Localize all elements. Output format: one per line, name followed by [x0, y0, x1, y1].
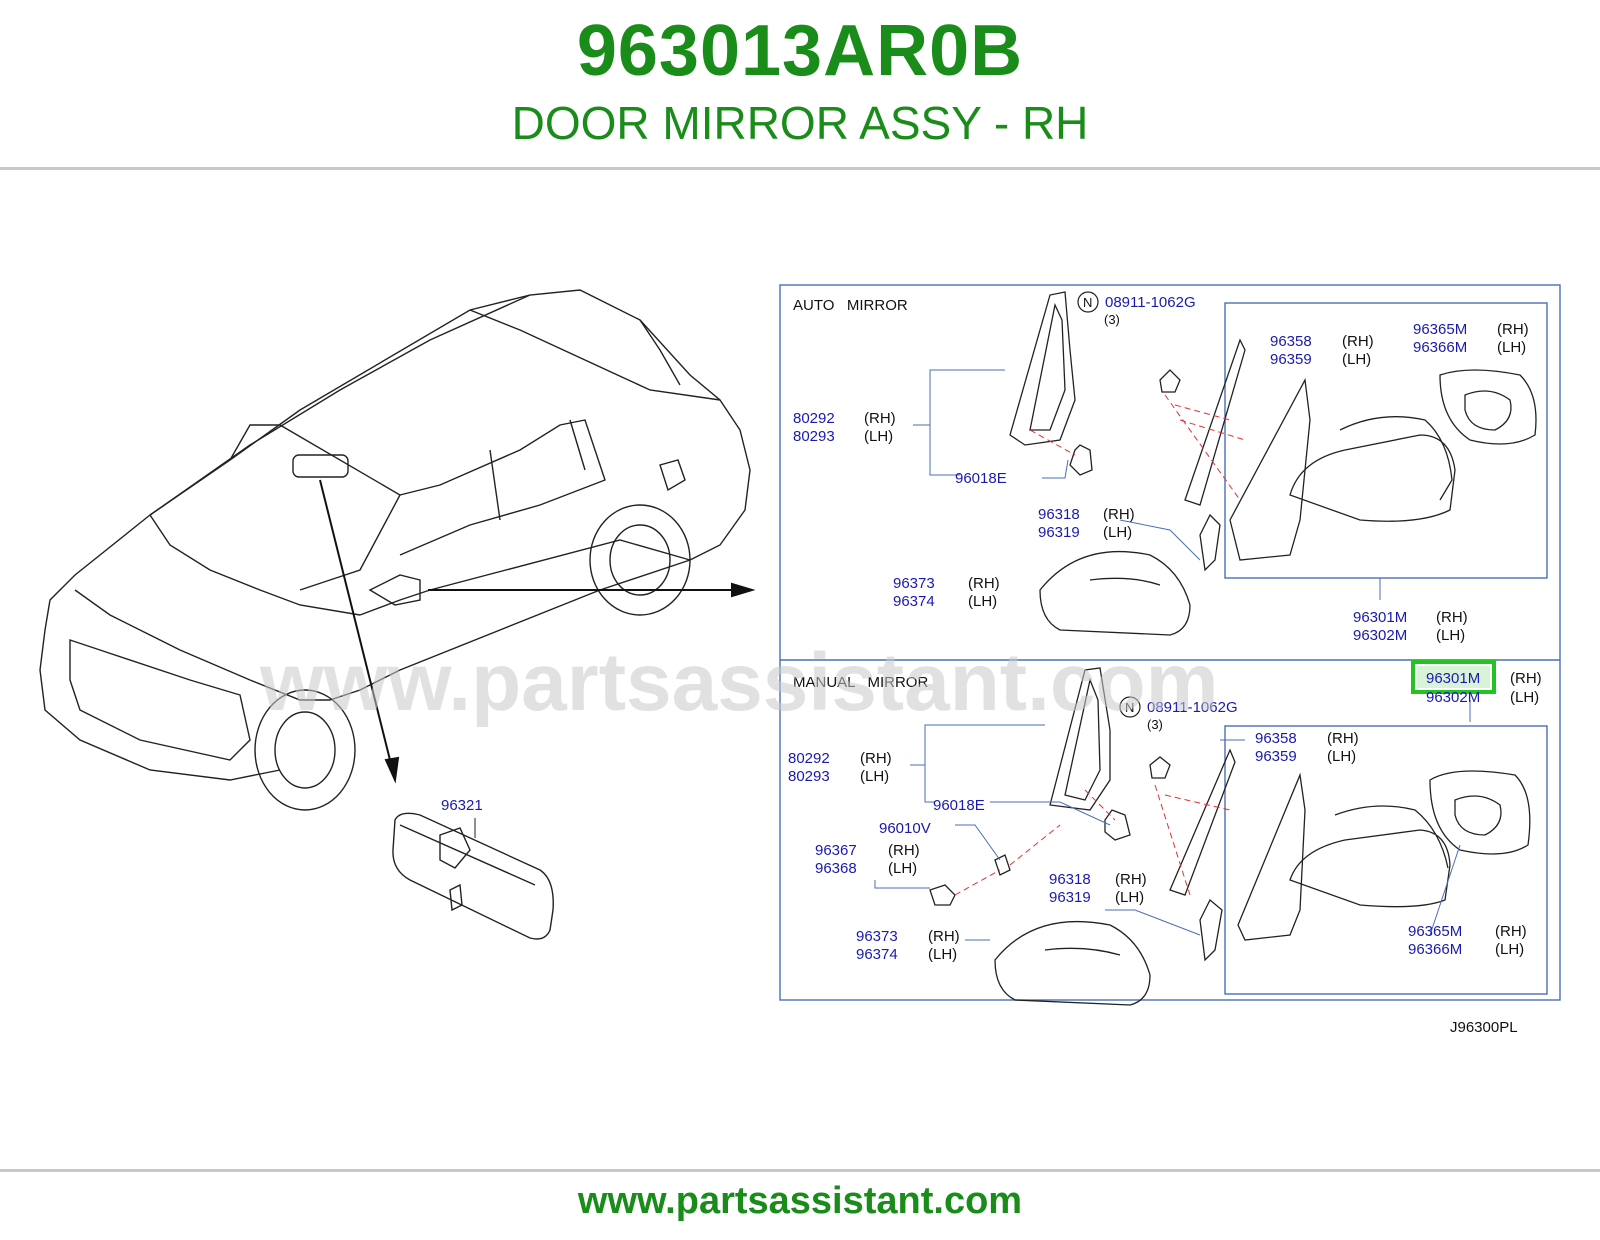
watermark: www.partsassistant.com: [259, 637, 1219, 728]
label-part-number: 80293: [793, 428, 835, 445]
manual-bolt-symbol: N: [1125, 700, 1134, 715]
auto-dashed-leaders: [1029, 394, 1246, 501]
inner-mirror-illustration: [392, 812, 554, 940]
highlighted-part-side: (RH): [1510, 670, 1542, 687]
label-part-number: 96319: [1038, 524, 1080, 541]
label-part-number: 80292: [793, 410, 835, 427]
label-side: (RH): [864, 410, 896, 427]
label-side: (RH): [968, 575, 1000, 592]
auto-mirror-parts: [1009, 291, 1537, 636]
label-part-number: 96365M: [1408, 923, 1462, 940]
label-side: (RH): [1327, 730, 1359, 747]
label-side: (RH): [888, 842, 920, 859]
label-side: (LH): [1115, 889, 1144, 906]
label-part-number: 96010V: [879, 820, 931, 837]
label-part-number: 96319: [1049, 889, 1091, 906]
manual-dashed-leaders: [954, 784, 1231, 896]
label-side: (LH): [1436, 627, 1465, 644]
label-part-number: 96358: [1270, 333, 1312, 350]
label-side: (LH): [1495, 941, 1524, 958]
highlight-fill: [1417, 666, 1490, 688]
part-description: DOOR MIRROR ASSY - RH: [511, 97, 1089, 149]
label-part-number: 96359: [1255, 748, 1297, 765]
label-part-number: 96367: [815, 842, 857, 859]
label-part-number: 96365M: [1413, 321, 1467, 338]
label-part-number: 96373: [856, 928, 898, 945]
parts-diagram: 96321: [0, 270, 1600, 1080]
label-side: (LH): [860, 768, 889, 785]
label-part-number: 96373: [893, 575, 935, 592]
label-part-number: 96018E: [933, 797, 985, 814]
label-side: (LH): [1103, 524, 1132, 541]
manual-mirror-parts: [929, 667, 1531, 1006]
manual-bolt-qty: (3): [1147, 717, 1163, 732]
label-part-number: 96302M: [1353, 627, 1407, 644]
label-96321: 96321: [441, 797, 483, 814]
footer-divider: [0, 1169, 1600, 1172]
label-part-number: 96366M: [1413, 339, 1467, 356]
manual-leader-lines: [874, 700, 1471, 941]
highlighted-part-number: 96301M: [1426, 670, 1480, 687]
label-side: (RH): [1495, 923, 1527, 940]
label-part-number: 96359: [1270, 351, 1312, 368]
manual-labels: MANUAL MIRROR 96301M (RH) 96302M (LH) N …: [788, 670, 1542, 963]
label-part-number: 96368: [815, 860, 857, 877]
label-part-number: 96018E: [955, 470, 1007, 487]
footer-url-link[interactable]: www.partsassistant.com: [577, 1180, 1023, 1222]
label-side: (RH): [1115, 871, 1147, 888]
auto-bolt-symbol: N: [1083, 295, 1092, 310]
label-part-number: 96318: [1038, 506, 1080, 523]
label-side: (RH): [928, 928, 960, 945]
label-part-number: 96374: [856, 946, 898, 963]
label-side: (LH): [1497, 339, 1526, 356]
label-side: (RH): [1342, 333, 1374, 350]
label-side: (LH): [1342, 351, 1371, 368]
auto-labels: AUTO MIRROR N 08911-1062G (3) 80292 (RH)…: [793, 291, 1529, 644]
label-side: (LH): [1510, 689, 1539, 706]
label-side: (LH): [1327, 748, 1356, 765]
label-part-number: 80293: [788, 768, 830, 785]
auto-section-title: AUTO MIRROR: [793, 297, 908, 314]
label-side: (LH): [888, 860, 917, 877]
auto-bolt-qty: (3): [1104, 312, 1120, 327]
manual-bolt-number: 08911-1062G: [1147, 699, 1238, 716]
label-part-number: 96374: [893, 593, 935, 610]
label-part-number: 80292: [788, 750, 830, 767]
label-part-number: 96301M: [1353, 609, 1407, 626]
manual-section-title: MANUAL MIRROR: [793, 674, 928, 691]
header-divider: [0, 167, 1600, 170]
car-illustration: [39, 289, 751, 811]
label-side: (RH): [860, 750, 892, 767]
label-side: (LH): [864, 428, 893, 445]
pointer-arrows: [319, 479, 756, 784]
part-number-title: 963013AR0B: [576, 11, 1024, 91]
label-side: (LH): [968, 593, 997, 610]
label-side: (LH): [928, 946, 957, 963]
label-side: (RH): [1497, 321, 1529, 338]
auto-leader-lines: [913, 369, 1381, 600]
label-part-number: 96366M: [1408, 941, 1462, 958]
auto-bolt-number: 08911-1062G: [1105, 294, 1196, 311]
label-side: (RH): [1103, 506, 1135, 523]
label-side: (RH): [1436, 609, 1468, 626]
highlight-box: [1411, 660, 1496, 694]
page-header: 963013AR0B DOOR MIRROR ASSY - RH: [0, 0, 1600, 170]
diagram-code: J96300PL: [1450, 1019, 1518, 1036]
label-part-number: 96302M: [1426, 689, 1480, 706]
label-part-number: 96318: [1049, 871, 1091, 888]
label-part-number: 96358: [1255, 730, 1297, 747]
